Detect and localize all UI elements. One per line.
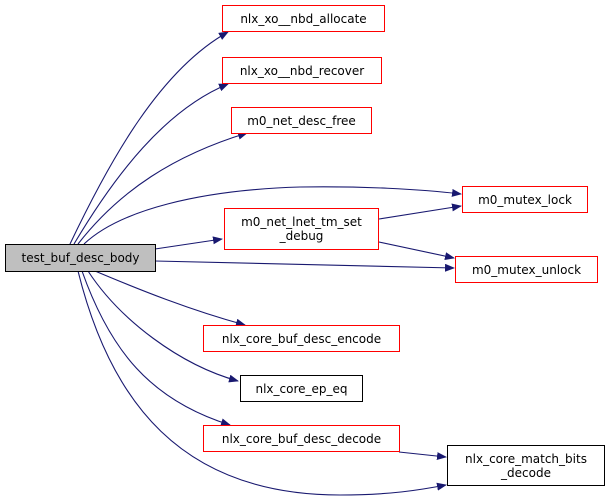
edge-setdebug-lock [378, 203, 462, 220]
edge-root-decode [81, 270, 231, 427]
node-m0-mutex-lock[interactable]: m0_mutex_lock [462, 186, 588, 213]
node-nlx-xo-nbd-allocate[interactable]: nlx_xo__nbd_allocate [222, 5, 385, 32]
edge-root-lock [83, 186, 462, 245]
node-m0-net-desc-free[interactable]: m0_net_desc_free [231, 107, 372, 134]
node-m0-net-lnet-tm-set-debug[interactable]: m0_net_lnet_tm_set _debug [224, 208, 379, 250]
node-test-buf-desc-body[interactable]: test_buf_desc_body [5, 244, 156, 272]
edge-root-match-bits [77, 270, 447, 496]
node-nlx-core-ep-eq[interactable]: nlx_core_ep_eq [240, 375, 363, 402]
edge-root-encode [94, 270, 246, 327]
edge-root-allocate [69, 31, 229, 245]
node-nlx-xo-nbd-recover[interactable]: nlx_xo__nbd_recover [222, 57, 382, 84]
node-nlx-core-buf-desc-encode[interactable]: nlx_core_buf_desc_encode [203, 325, 400, 352]
node-m0-mutex-unlock[interactable]: m0_mutex_unlock [455, 256, 598, 283]
node-nlx-core-match-bits-decode[interactable]: nlx_core_match_bits _decode [447, 445, 605, 486]
edge-root-ep-eq [87, 270, 239, 383]
edge-setdebug-unlock [378, 241, 455, 261]
edge-root-unlock [154, 260, 455, 272]
node-nlx-core-buf-desc-decode[interactable]: nlx_core_buf_desc_decode [203, 425, 400, 452]
edge-root-recover [73, 83, 229, 245]
edge-decode-match-bits [398, 451, 447, 461]
edge-root-desc-free [77, 131, 248, 245]
edge-root-set-debug [154, 236, 223, 250]
